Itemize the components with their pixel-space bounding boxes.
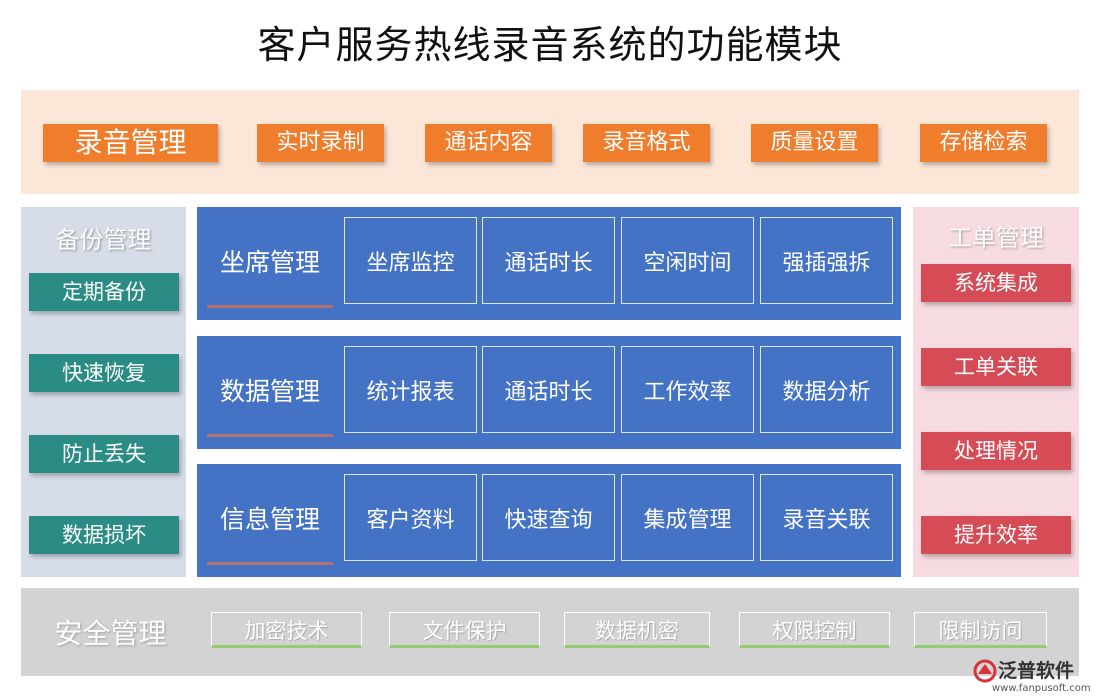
row-cell: 快速查询 <box>482 474 615 561</box>
security-item: 文件保护 <box>389 612 540 648</box>
row-cell: 空闲时间 <box>621 217 754 304</box>
row-cell: 客户资料 <box>344 474 477 561</box>
recording-item: 存储检索 <box>920 124 1047 162</box>
row-label: 坐席管理 <box>207 217 333 308</box>
backup-item: 防止丢失 <box>29 435 179 473</box>
row-cell: 工作效率 <box>621 346 754 433</box>
recording-item: 质量设置 <box>751 124 878 162</box>
row-cell: 统计报表 <box>344 346 477 433</box>
security-item: 加密技术 <box>211 612 362 648</box>
backup-panel <box>21 207 186 577</box>
workorder-item: 工单关联 <box>921 348 1071 386</box>
row-cell: 集成管理 <box>621 474 754 561</box>
backup-title: 备份管理 <box>55 226 152 254</box>
module-row-seat: 坐席管理 坐席监控 通话时长 空闲时间 强插强拆 <box>197 207 901 320</box>
recording-item: 实时录制 <box>257 124 384 162</box>
row-cell: 数据分析 <box>760 346 893 433</box>
row-cell: 坐席监控 <box>344 217 477 304</box>
backup-item: 快速恢复 <box>29 354 179 392</box>
backup-item: 定期备份 <box>29 273 179 311</box>
backup-item: 数据损坏 <box>29 516 179 554</box>
module-row-data: 数据管理 统计报表 通话时长 工作效率 数据分析 <box>197 336 901 449</box>
row-cell: 强插强拆 <box>760 217 893 304</box>
row-cell: 通话时长 <box>482 346 615 433</box>
row-label: 信息管理 <box>207 474 333 565</box>
workorder-title: 工单管理 <box>948 224 1044 252</box>
row-cell: 通话时长 <box>482 217 615 304</box>
module-row-info: 信息管理 客户资料 快速查询 集成管理 录音关联 <box>197 464 901 577</box>
row-label: 数据管理 <box>207 346 333 437</box>
diagram-title: 客户服务热线录音系统的功能模块 <box>257 23 843 67</box>
recording-item: 通话内容 <box>425 124 552 162</box>
recording-item: 录音格式 <box>583 124 710 162</box>
logo-url: www.fanpusoft.com <box>992 683 1091 694</box>
logo-name: 泛普软件 <box>998 660 1075 682</box>
security-item: 权限控制 <box>739 612 890 648</box>
security-item: 限制访问 <box>914 612 1047 648</box>
security-item: 数据机密 <box>564 612 710 648</box>
fanpu-logo-icon <box>973 659 997 683</box>
row-cell: 录音关联 <box>760 474 893 561</box>
workorder-item: 处理情况 <box>921 432 1071 470</box>
security-title: 安全管理 <box>54 617 167 650</box>
security-panel <box>21 588 1079 676</box>
recording-main-label: 录音管理 <box>43 124 218 162</box>
workorder-item: 系统集成 <box>921 264 1071 302</box>
brand-logo: 泛普软件 www.fanpusoft.com <box>972 656 1094 696</box>
workorder-item: 提升效率 <box>921 516 1071 554</box>
